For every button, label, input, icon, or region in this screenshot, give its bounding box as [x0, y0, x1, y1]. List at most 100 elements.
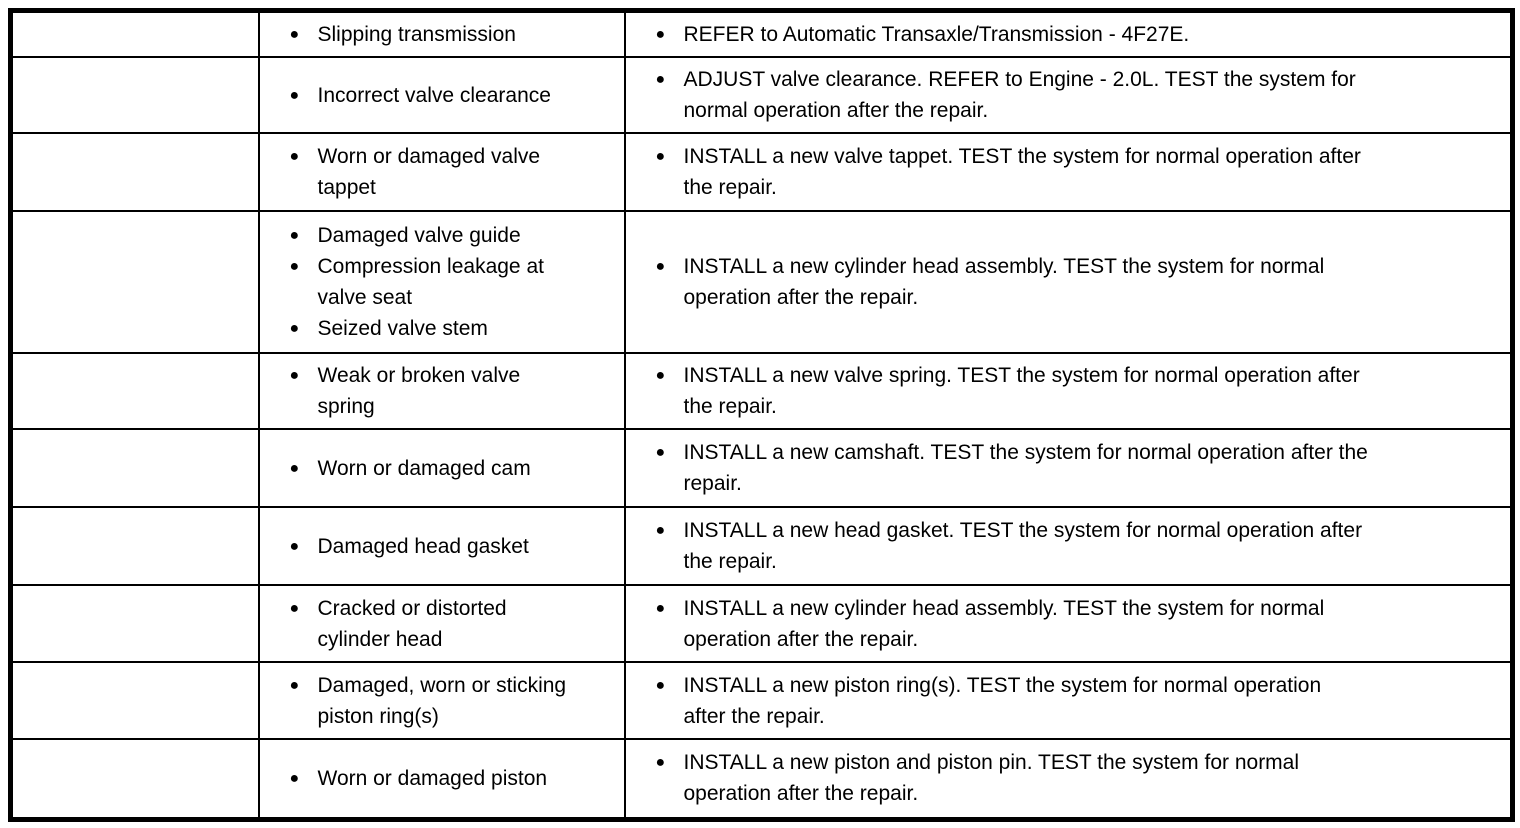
list-item-text: INSTALL a new cylinder head assembly. TE… — [683, 255, 1325, 309]
action-list: ● REFER to Automatic Transaxle/Transmissi… — [630, 19, 1503, 50]
action-list: ● INSTALL a new valve spring. TEST the sy… — [630, 360, 1503, 422]
table-row: ●Damaged, worn or sticking piston ring(s… — [9, 661, 1514, 740]
list-item-text: INSTALL a new piston ring(s). TEST the s… — [683, 673, 1322, 728]
cell-possible-causes: ● Worn or damaged valve tappet — [257, 132, 626, 212]
list-item: ●Damaged, worn or sticking piston ring(s… — [290, 670, 616, 732]
list-item-text: INSTALL a new valve tappet. TEST the sys… — [683, 145, 1361, 199]
cell-empty — [9, 428, 260, 508]
possible-causes-list: ● Damaged valve guide ● Compression leakage… — [264, 220, 616, 344]
bullet-icon: ● — [655, 367, 666, 384]
bullet-icon: ● — [289, 86, 300, 104]
cell-empty — [9, 9, 260, 58]
bullet-icon: ● — [655, 444, 666, 461]
cell-action: ● INSTALL a new valve spring. TEST the sy… — [623, 352, 1514, 430]
cell-action: ● REFER to Automatic Transaxle/Transmissi… — [623, 9, 1514, 58]
list-item-text: REFER to Automatic Transaxle/Transmissio… — [683, 23, 1190, 46]
table-row: ● Slipping transmission ● REFER to Automat… — [9, 9, 1514, 58]
table-row: ●Worn or damaged cam ●INSTALL a new cams… — [9, 428, 1514, 508]
cell-possible-causes: ●Damaged, worn or sticking piston ring(s… — [257, 661, 626, 740]
bullet-icon: ● — [289, 367, 300, 384]
list-item-text: INSTALL a new valve spring. TEST the sys… — [683, 364, 1360, 418]
list-item: ●INSTALL a new camshaft. TEST the system… — [656, 437, 1503, 499]
action-list: ● INSTALL a new cylinder head assembly. T… — [630, 593, 1503, 655]
diagnostic-table: ● Slipping transmission ● REFER to Automat… — [8, 8, 1515, 822]
possible-causes-list: ● Slipping transmission — [264, 19, 616, 50]
list-item-text: Damaged head gasket — [317, 534, 529, 558]
cell-empty — [9, 661, 260, 740]
list-item: ● INSTALL a new valve tappet. TEST the sy… — [656, 141, 1503, 203]
list-item-text: Damaged valve guide — [317, 224, 521, 247]
list-item-text: INSTALL a new head gasket. TEST the syst… — [683, 519, 1363, 573]
list-item-text: Slipping transmission — [317, 23, 516, 46]
possible-causes-list: ●Damaged, worn or sticking piston ring(s… — [264, 670, 616, 732]
possible-causes-list: ●Weak or broken valve spring — [264, 360, 616, 422]
bullet-icon: ● — [655, 71, 666, 88]
cell-empty — [9, 210, 260, 354]
bullet-icon: ● — [289, 676, 300, 694]
list-item: ● INSTALL a new piston and piston pin. TE… — [656, 747, 1503, 809]
cell-action: ●INSTALL a new cylinder head assembly. T… — [623, 210, 1514, 354]
cell-possible-causes: ●Weak or broken valve spring — [257, 352, 626, 430]
cell-action: ● INSTALL a new piston and piston pin. TE… — [623, 738, 1514, 820]
bullet-icon: ● — [289, 599, 300, 617]
bullet-icon: ● — [289, 769, 300, 787]
table-row: ●Weak or broken valve spring ● INSTALL a … — [9, 352, 1514, 430]
cell-empty — [9, 132, 260, 212]
bullet-icon: ● — [289, 320, 300, 337]
possible-causes-list: ● Worn or damaged valve tappet — [264, 141, 616, 203]
bullet-icon: ● — [289, 258, 300, 275]
bullet-icon: ● — [655, 754, 666, 772]
bullet-icon: ● — [289, 26, 300, 43]
list-item: ●INSTALL a new cylinder head assembly. T… — [656, 251, 1503, 313]
bullet-icon: ● — [289, 537, 300, 555]
action-list: ● INSTALL a new head gasket. TEST the sys… — [630, 515, 1503, 577]
cell-action: ● INSTALL a new cylinder head assembly. T… — [623, 584, 1514, 663]
list-item: ● Slipping transmission — [290, 19, 616, 50]
bullet-icon: ● — [289, 148, 300, 165]
possible-causes-list: ● Incorrect valve clearance — [264, 80, 616, 111]
cell-possible-causes: ● Damaged valve guide ● Compression leakage… — [257, 210, 626, 354]
bullet-icon: ● — [655, 676, 666, 694]
table-row: ●Incorrect valve clearance ●ADJUST valve… — [9, 56, 1514, 134]
cell-action: ●INSTALL a new camshaft. TEST the system… — [623, 428, 1514, 508]
bullet-icon: ● — [289, 227, 300, 244]
table-row: ● Cracked or distorted cylinder head ● INS… — [9, 584, 1514, 663]
list-item-text: Worn or damaged cam — [317, 456, 531, 480]
possible-causes-list: ● Worn or damaged piston — [264, 763, 616, 794]
bullet-icon: ● — [655, 599, 666, 617]
action-list: ● INSTALL a new valve tappet. TEST the sy… — [630, 141, 1503, 203]
cell-empty — [9, 584, 260, 663]
list-item-text: Cracked or distorted cylinder head — [317, 596, 507, 651]
list-item: ●Worn or damaged cam — [290, 453, 616, 484]
list-item-text: Compression leakage at valve seat — [317, 255, 544, 309]
list-item-text: Worn or damaged valve tappet — [317, 145, 541, 199]
table-row: ● Worn or damaged valve tappet ● INSTALL a… — [9, 132, 1514, 212]
list-item: ● INSTALL a new head gasket. TEST the sys… — [656, 515, 1503, 577]
action-list: ●INSTALL a new cylinder head assembly. T… — [630, 251, 1503, 313]
list-item: ● Worn or damaged piston — [290, 763, 616, 794]
possible-causes-list: ● Cracked or distorted cylinder head — [264, 593, 616, 655]
action-list: ● INSTALL a new piston ring(s). TEST the … — [630, 670, 1503, 732]
table-row: ● Damaged head gasket ● INSTALL a new head… — [9, 506, 1514, 586]
list-item-text: Worn or damaged piston — [317, 766, 548, 790]
diagnostic-table-body: ● Slipping transmission ● REFER to Automat… — [9, 9, 1514, 820]
possible-causes-list: ● Damaged head gasket — [264, 531, 616, 562]
list-item-text: INSTALL a new cylinder head assembly. TE… — [683, 596, 1325, 651]
cell-possible-causes: ● Slipping transmission — [257, 9, 626, 58]
action-list: ●INSTALL a new camshaft. TEST the system… — [630, 437, 1503, 499]
list-item: ●Weak or broken valve spring — [290, 360, 616, 422]
bullet-icon: ● — [655, 522, 666, 539]
cell-empty — [9, 56, 260, 134]
cell-action: ● INSTALL a new head gasket. TEST the sys… — [623, 506, 1514, 586]
action-list: ● INSTALL a new piston and piston pin. TE… — [630, 747, 1503, 809]
list-item-text: INSTALL a new piston and piston pin. TES… — [683, 751, 1300, 806]
bullet-icon: ● — [655, 148, 666, 165]
cell-empty — [9, 352, 260, 430]
list-item-text: Incorrect valve clearance — [317, 83, 551, 107]
table-row: ● Damaged valve guide ● Compression leakage… — [9, 210, 1514, 354]
possible-causes-list: ●Worn or damaged cam — [264, 453, 616, 484]
bullet-icon: ● — [655, 26, 666, 43]
list-item: ● INSTALL a new piston ring(s). TEST the … — [656, 670, 1503, 732]
list-item: ● INSTALL a new valve spring. TEST the sy… — [656, 360, 1503, 422]
